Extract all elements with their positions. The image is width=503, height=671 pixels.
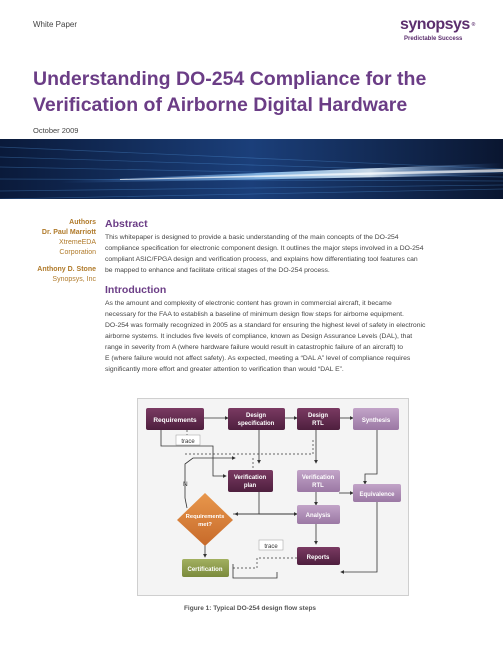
trace-label-bottom: trace (258, 539, 284, 551)
trace-label-top: trace (175, 434, 201, 446)
svg-text:Verification: Verification (234, 475, 267, 481)
svg-text:specification: specification (238, 421, 275, 427)
svg-text:Reports: Reports (307, 555, 330, 561)
document-type-label: White Paper (33, 20, 78, 29)
svg-text:plan: plan (244, 483, 257, 489)
svg-text:trace: trace (264, 544, 278, 550)
introduction-heading: Introduction (105, 284, 167, 296)
analysis-box: Analysis (297, 505, 340, 524)
logo-tagline: Predictable Success (404, 36, 463, 42)
author-name: Anthony D. Stone (37, 266, 96, 273)
certification-box: Certification (182, 559, 229, 577)
svg-text:Design: Design (308, 413, 328, 419)
abstract-paragraph: This whitepaper is designed to provide a… (105, 234, 424, 274)
synopsys-logo: synopsys® Predictable Success (400, 16, 476, 50)
author-name: Dr. Paul Marriott (41, 229, 96, 236)
svg-text:Certification: Certification (187, 567, 222, 573)
figure-caption: Figure 1: Typical DO-254 design flow ste… (183, 605, 317, 612)
svg-text:Requirements: Requirements (153, 417, 197, 424)
introduction-paragraph: As the amount and complexity of electron… (105, 300, 426, 373)
author-org: Corporation (59, 249, 96, 256)
authors-sidebar: Authors Dr. Paul Marriott XtremeEDA Corp… (0, 218, 96, 285)
requirements-box: Requirements (146, 408, 204, 430)
svg-text:met?: met? (198, 522, 212, 528)
design-specification-box: Design specification (228, 408, 285, 430)
synthesis-box: Synthesis (353, 408, 399, 430)
verification-plan-box: Verification plan (228, 470, 273, 492)
publication-date: October 2009 (33, 126, 79, 135)
verification-rtl-box: Verification RTL (297, 470, 340, 492)
author-org: Synopsys, Inc (52, 276, 96, 283)
svg-text:Equivalence: Equivalence (359, 492, 395, 498)
svg-text:Analysis: Analysis (306, 513, 331, 519)
svg-text:Design: Design (246, 413, 266, 419)
no-label: N (183, 481, 188, 488)
svg-text:RTL: RTL (312, 483, 324, 489)
page-title: Understanding DO-254 Compliance for the … (33, 68, 427, 116)
svg-text:Requirements: Requirements (186, 514, 225, 520)
design-rtl-box: Design RTL (297, 408, 340, 430)
logo-wordmark: synopsys® (400, 16, 475, 33)
svg-text:RTL: RTL (312, 421, 324, 427)
svg-text:Synthesis: Synthesis (362, 418, 391, 424)
requirements-met-diamond: Requirements met? (177, 493, 233, 546)
author-org: XtremeEDA (59, 239, 96, 246)
equivalence-box: Equivalence (353, 484, 401, 502)
abstract-heading: Abstract (105, 218, 148, 230)
design-flow-diagram: Requirements Design specification Design… (137, 398, 409, 596)
reports-box: Reports (297, 547, 340, 565)
banner-image (0, 139, 503, 199)
main-content: Abstract This whitepaper is designed to … (105, 218, 485, 375)
svg-text:Verification: Verification (302, 475, 335, 481)
authors-heading: Authors (69, 219, 96, 226)
svg-text:trace: trace (181, 439, 195, 445)
